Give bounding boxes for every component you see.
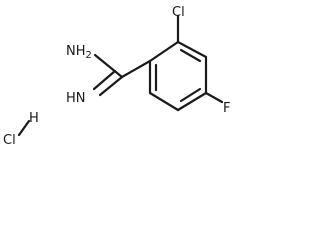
molecule-diagram: Cl F NH2 HN H Cl <box>3 5 230 148</box>
ring-bond-1 <box>148 40 180 63</box>
structure-drawing: Cl F NH2 HN H Cl <box>3 5 230 148</box>
ring-bond-5 <box>148 91 180 112</box>
amine-label-main: NH <box>66 44 86 59</box>
fluorine-label: F <box>223 101 230 116</box>
bond-to-imine-1 <box>98 75 124 97</box>
ring-bond-2 <box>176 40 208 59</box>
imine-label: HN <box>66 91 86 106</box>
amine-label: NH2 <box>66 44 92 61</box>
ring-double-bond-2 <box>179 87 202 103</box>
bond-to-f <box>204 91 224 104</box>
amine-label-sub: 2 <box>86 50 92 61</box>
bond-to-imine-2 <box>92 69 117 91</box>
ring-double-bond-1 <box>179 48 202 63</box>
hcl-bond <box>17 119 31 137</box>
ring-bond-4 <box>176 91 208 112</box>
hcl-h-label: H <box>29 111 39 126</box>
bond-to-nh2 <box>93 53 124 79</box>
bond-to-amidine-carbon <box>120 59 152 79</box>
chlorine-label: Cl <box>172 5 185 20</box>
hcl-cl-label: Cl <box>3 133 16 148</box>
